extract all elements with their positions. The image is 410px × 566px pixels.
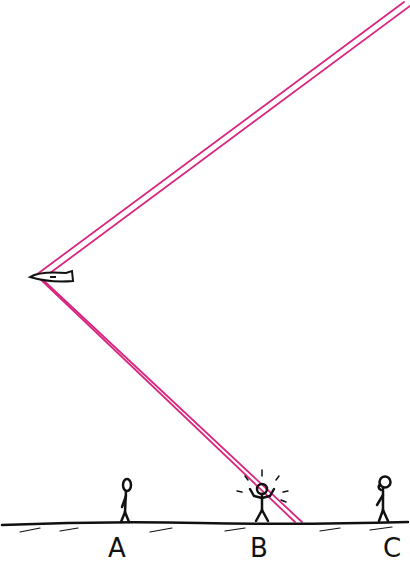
position-letter: B <box>250 533 268 563</box>
ground <box>2 522 408 532</box>
airplane <box>30 271 73 282</box>
person-b <box>237 470 288 521</box>
position-letter: C <box>383 533 401 563</box>
person-a <box>121 479 131 522</box>
laser-beam <box>36 2 410 522</box>
person-c <box>377 477 391 522</box>
position-letter: A <box>108 533 126 563</box>
